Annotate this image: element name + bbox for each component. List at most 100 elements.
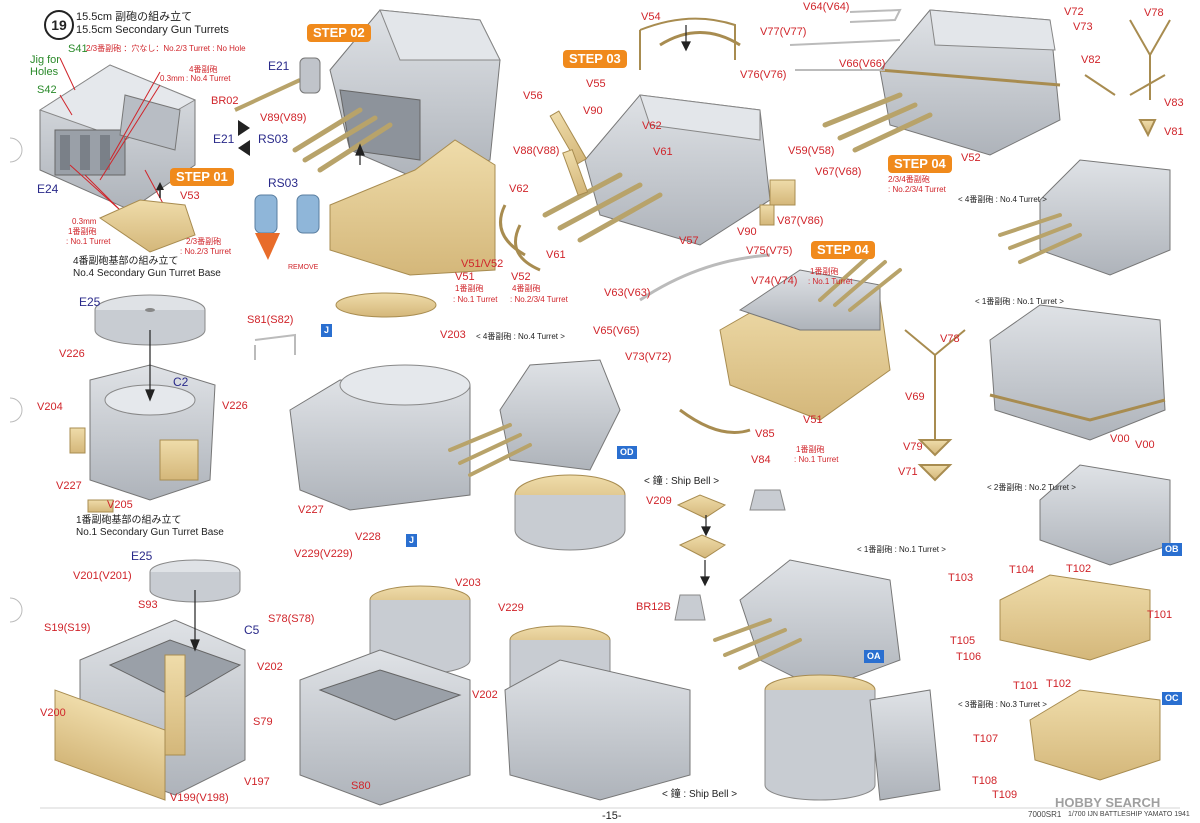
step-02-label: STEP 02 [307,24,371,43]
paint-badge-oc: OC [1162,692,1182,705]
part-s79: S79 [253,716,273,728]
paint-badge-j1: J [321,324,333,337]
part-t101-a: T101 [1147,609,1173,621]
part-rs03-b: RS03 [268,176,299,190]
part-v85: V85 [755,428,775,440]
part-br02: BR02 [211,95,239,107]
binder-holes [9,137,23,623]
part-v226-b: V226 [222,400,248,412]
part-s42: S42 [37,84,57,96]
step03-turret [542,31,771,246]
note-no4-en: : No.4 Turret [186,74,231,83]
product-name: 1/700 IJN BATTLESHIP YAMATO 1941 [1068,811,1190,818]
note-mm-a: 0.3mm [160,74,185,83]
paint-badge-ob: OB [1162,543,1182,556]
jig-label-line2: Holes [30,66,59,78]
part-v197: V197 [244,776,270,788]
part-s19: S19(S19) [44,622,91,634]
part-v229-b: V229 [498,602,524,614]
part-v53: V53 [180,190,200,202]
part-v228: V228 [355,531,381,543]
part-s80: S80 [351,780,371,792]
part-v54: V54 [641,11,661,23]
part-v62-a: V62 [642,120,662,132]
part-v51: V51 [455,271,475,283]
part-t102-b: T102 [1046,678,1072,690]
part-v61-b: V61 [546,249,566,261]
e21-part [299,57,321,94]
note-no23-en: : No.2/3 Turret [180,247,232,256]
part-t101-b: T101 [1013,680,1039,692]
note-v74-en: : No.1 Turret [808,277,853,286]
part-t108: T108 [972,775,998,787]
part-v78-a: V78 [1144,7,1164,19]
right-no3-turret [1029,689,1161,781]
part-t109: T109 [992,789,1018,801]
part-v200: V200 [40,707,66,719]
caption-no2-right: < 2番副砲 : No.2 Turret > [987,483,1076,492]
part-br12b: BR12B [636,601,671,613]
part-v229-a: V229(V229) [294,548,353,560]
note-v84-en: : No.1 Turret [794,455,839,464]
part-v74: V74(V74) [751,275,798,287]
ship-bell-caption-bottom: < 鐘 : Ship Bell > [662,789,738,800]
page-number: -15- [602,810,622,822]
paint-badge-j2: J [406,534,418,547]
mast-v78-top [1084,19,1171,138]
caption-no3-right: < 3番副砲 : No.3 Turret > [958,700,1047,709]
part-v00-a: V00 [1110,433,1130,445]
note-v51-en: : No.1 Turret [453,295,498,304]
note-v52-ja: 4番副砲 [512,284,541,293]
no1-base-title-ja: 1番副砲基部の組み立て [76,515,182,526]
part-v78-b: V78 [940,333,960,345]
part-v226-a: V226 [59,348,85,360]
note-no23-ja: 2/3番副砲 [186,237,222,246]
part-v79: V79 [903,441,923,453]
part-v84: V84 [751,454,771,466]
no1-base-title-en: No.1 Secondary Gun Turret Base [76,527,224,538]
part-v89: V89(V89) [260,112,307,124]
part-v65: V65(V65) [593,325,640,337]
part-v51-b: V51 [803,414,823,426]
jig-label-line1: Jig for [30,54,60,66]
part-t102-a: T102 [1066,563,1092,575]
part-e24: E24 [37,182,59,196]
part-t106: T106 [956,651,982,663]
assembly-arrows [145,25,711,652]
part-v61-a: V61 [653,146,673,158]
part-v62-b: V62 [509,183,529,195]
note-step04-line2: : No.2/3/4 Turret [888,185,946,194]
title-ja: 15.5cm 副砲の組み立て [76,11,193,23]
part-t107: T107 [973,733,999,745]
right-no1-turret [989,304,1166,441]
step-number-badge: 19 [44,10,74,40]
part-v72: V72 [1064,6,1084,18]
step-04-label-center: STEP 04 [811,241,875,260]
note-mm-b: 0.3mm [72,217,97,226]
no1-base-exploded [54,559,246,801]
part-e25-b: E25 [131,549,153,563]
no4-base-title-ja: 4番副砲基部の組み立て [73,256,179,267]
part-e25-a: E25 [79,295,101,309]
part-v52-b: V52 [961,152,981,164]
part-v00-b: V00 [1135,439,1155,451]
arrow-icon [238,120,250,156]
part-v64: V64(V64) [803,1,850,13]
step-03-label: STEP 03 [563,50,627,69]
part-v203-a: V203 [440,329,466,341]
no1-base-stage3 [504,625,691,801]
note-no1-en: : No.1 Turret [66,237,111,246]
part-v90-a: V90 [583,105,603,117]
part-v71: V71 [898,466,918,478]
part-v63: V63(V63) [604,287,651,299]
assembled-no4-base [254,292,471,511]
part-v55: V55 [586,78,606,90]
title-en: 15.5cm Secondary Gun Turrets [76,24,229,36]
part-s41: S41 [68,43,88,55]
part-v87: V87(V86) [777,215,824,227]
part-v90-b: V90 [737,226,757,238]
v54-rails [639,17,736,70]
part-v73-b: V73(V72) [625,351,672,363]
